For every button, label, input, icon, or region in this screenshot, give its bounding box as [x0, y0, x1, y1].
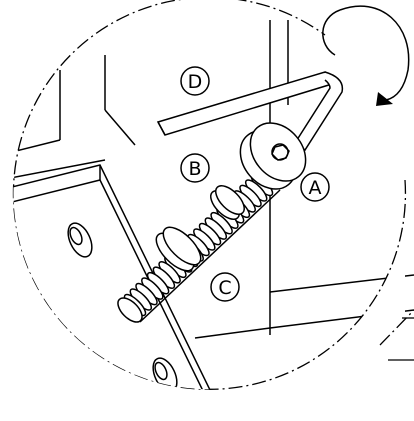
rotation-arrow-icon	[322, 5, 410, 106]
front-panel-board	[13, 164, 211, 421]
screw-threads	[123, 173, 274, 317]
washer-b	[210, 185, 245, 220]
callout-a-label: A	[309, 177, 322, 199]
callout-d: D	[180, 66, 210, 96]
callout-d-label: D	[188, 71, 203, 93]
callout-c-label: C	[218, 277, 231, 299]
panel-hole	[67, 222, 93, 258]
detail-pointer-lines	[379, 309, 414, 361]
callout-c: C	[210, 272, 240, 302]
screw-tip	[117, 297, 143, 323]
washer-c	[155, 226, 202, 272]
callout-b-label: B	[188, 158, 201, 180]
callout-b: B	[180, 153, 210, 183]
callout-a: A	[300, 172, 330, 202]
hex-socket-icon	[271, 144, 290, 161]
